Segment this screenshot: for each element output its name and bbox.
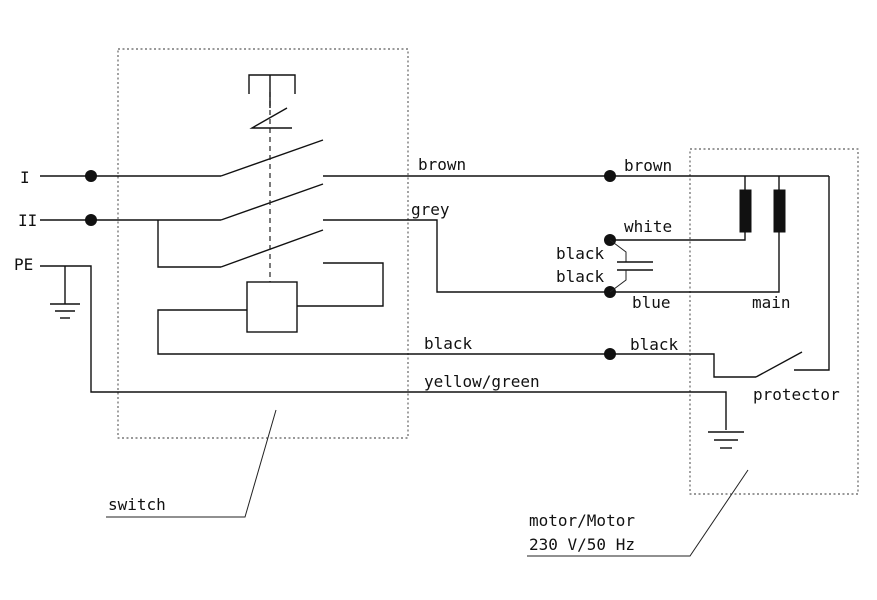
label-black-right: black <box>630 335 679 354</box>
relay-coil <box>246 281 298 333</box>
terminal-dot-line2 <box>85 214 97 226</box>
wire-line2-to-contact3 <box>157 220 221 268</box>
protector-contact <box>755 351 803 378</box>
auxiliary-winding <box>739 189 752 233</box>
label-black-cap-top: black <box>556 244 605 263</box>
motor-callout-label-2: 230 V/50 Hz <box>529 535 635 554</box>
label-main: main <box>752 293 791 312</box>
capacitor-lead-bottom <box>609 270 627 293</box>
switch-callout-label: switch <box>108 495 166 514</box>
label-blue: blue <box>632 293 671 312</box>
switch-contact-3 <box>220 229 324 268</box>
terminal-dot-brown <box>604 170 616 182</box>
terminal-dot-line1 <box>85 170 97 182</box>
label-grey: grey <box>411 200 450 219</box>
main-winding <box>773 189 786 233</box>
switch-contact-1 <box>220 139 324 177</box>
wire-blue <box>610 232 780 293</box>
switch-enclosure <box>117 48 409 439</box>
wire-white <box>610 232 746 241</box>
label-black-cap-bottom: black <box>556 267 605 286</box>
motor-callout-label-1: motor/Motor <box>529 511 635 530</box>
wire-coil-left <box>157 309 610 355</box>
label-protector: protector <box>753 385 840 404</box>
label-white: white <box>624 217 672 236</box>
label-brown-left: brown <box>418 155 466 174</box>
motor-callout-leader <box>527 469 749 557</box>
wire-coil-right <box>297 262 384 307</box>
label-brown-right: brown <box>624 156 672 175</box>
terminal-label-earth: PE <box>14 255 33 274</box>
wire-earth <box>40 265 727 430</box>
wire-protector-return <box>794 176 830 371</box>
capacitor-lead-top <box>609 239 627 262</box>
label-black-left: black <box>424 334 473 353</box>
wire-grey <box>323 219 610 293</box>
terminal-label-line1: I <box>20 168 30 187</box>
terminal-label-line2: II <box>18 211 37 230</box>
switch-callout-leader <box>106 409 277 518</box>
pushbutton-head <box>248 74 296 94</box>
label-yellow-green: yellow/green <box>424 372 540 391</box>
switch-contact-2 <box>220 183 324 221</box>
wire-black-to-protector <box>610 353 756 378</box>
pushbutton-return <box>249 107 292 129</box>
